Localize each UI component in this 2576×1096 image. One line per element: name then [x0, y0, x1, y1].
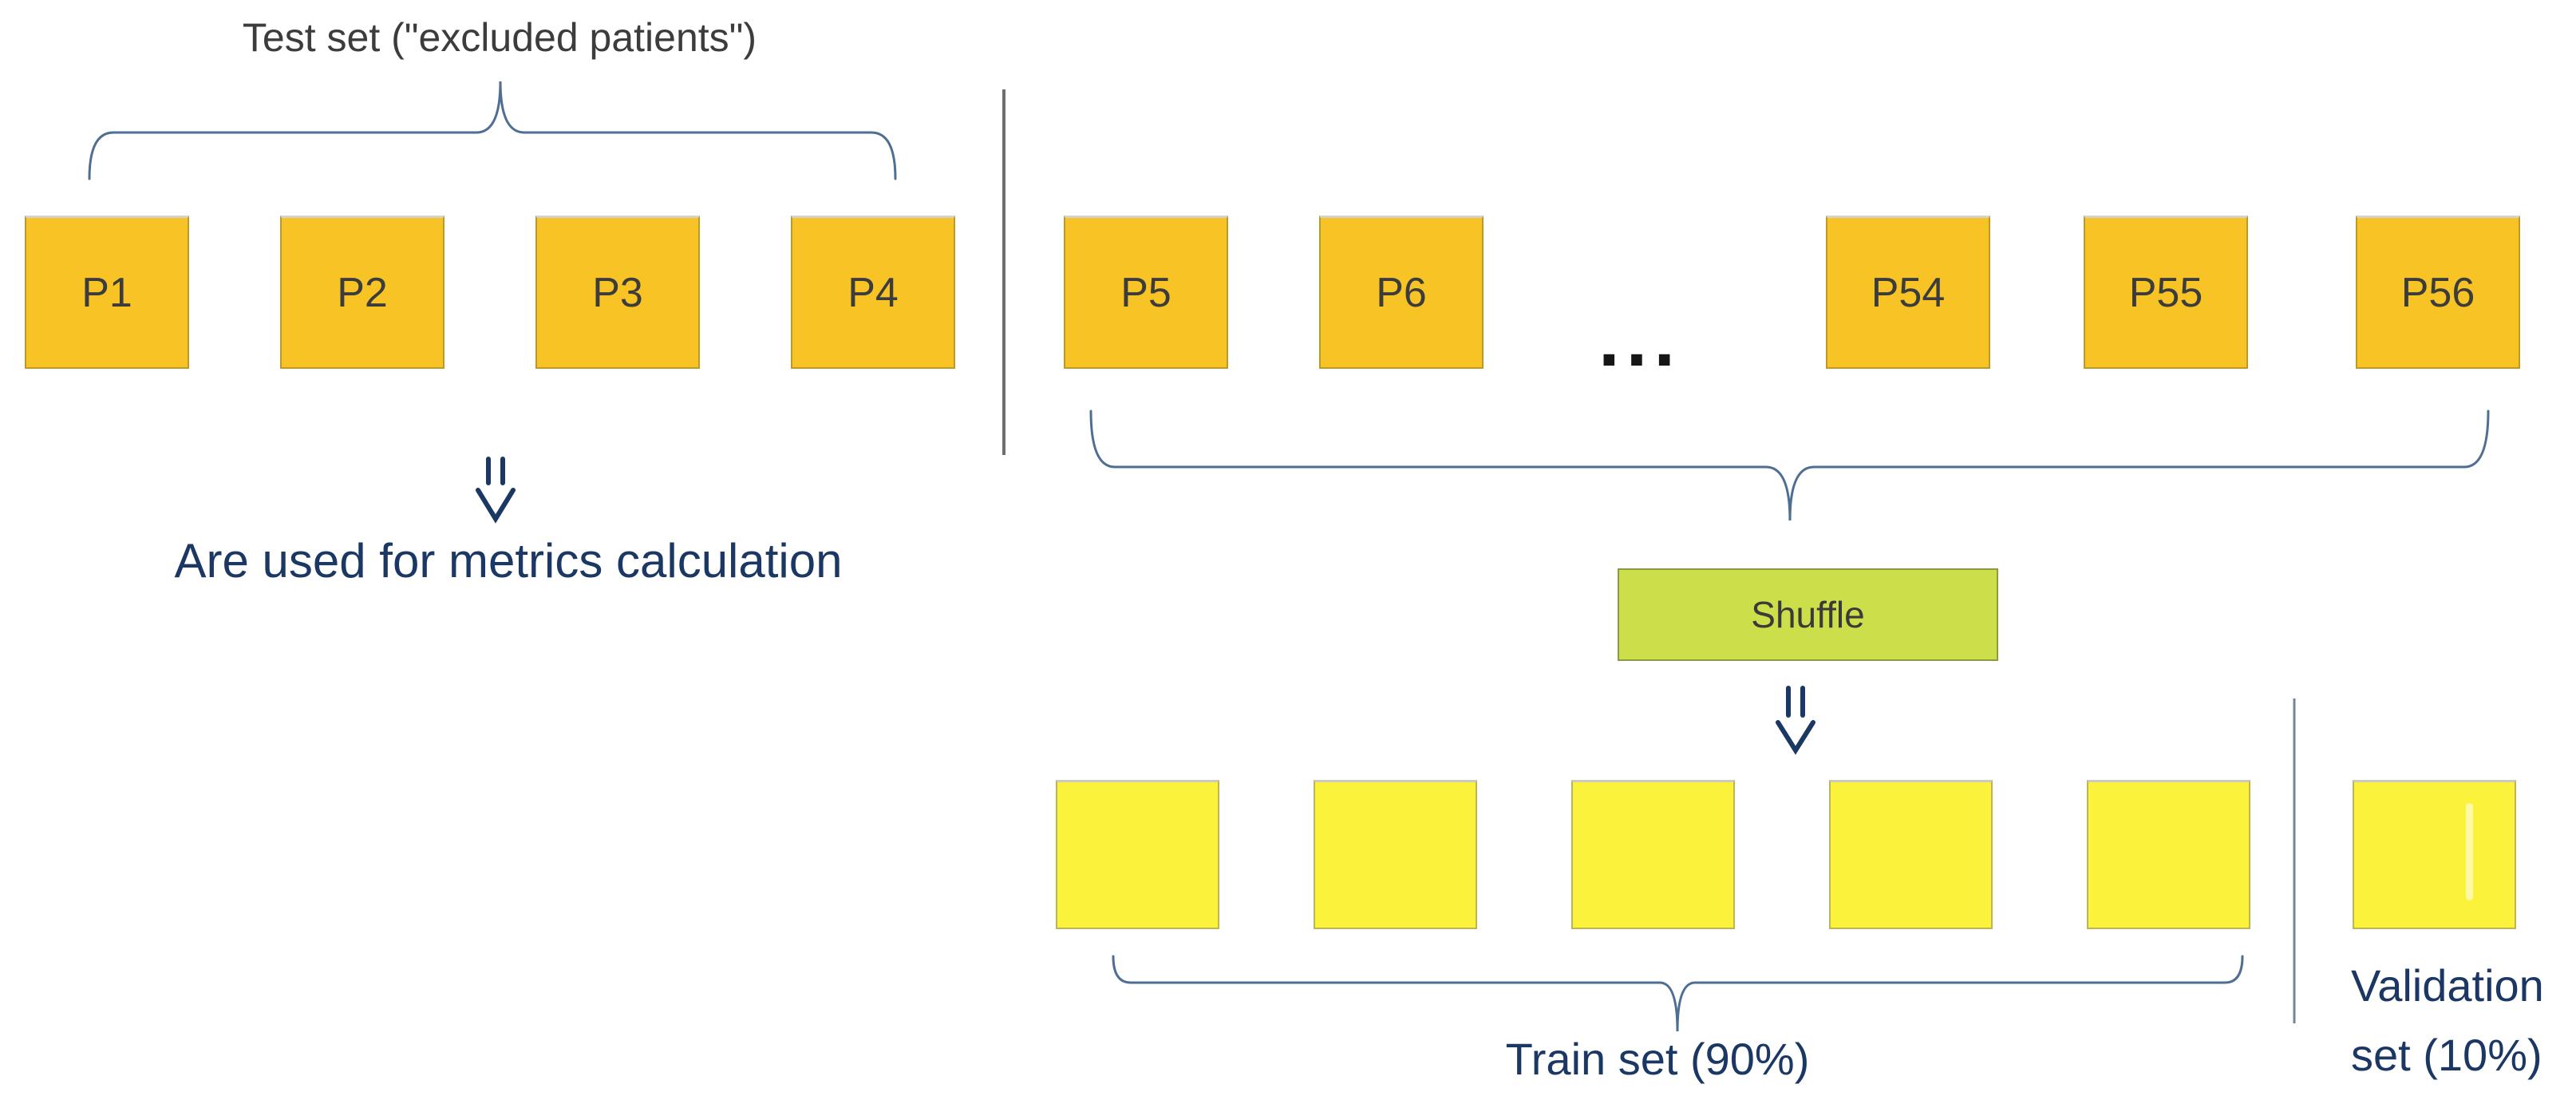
patient-box-p6: P6: [1319, 216, 1484, 369]
patient-label: P3: [592, 269, 643, 316]
patient-box-p55: P55: [2084, 216, 2248, 369]
patient-box-p2: P2: [280, 216, 444, 369]
patient-label: P1: [81, 269, 132, 316]
patient-label: P55: [2128, 269, 2203, 316]
train-box-5: [2087, 780, 2250, 929]
patient-box-p4: P4: [791, 216, 955, 369]
shuffle-box: Shuffle: [1618, 568, 1998, 661]
validation-box: [2353, 780, 2516, 929]
patient-label: P54: [1871, 269, 1946, 316]
patient-label: P5: [1120, 269, 1171, 316]
patient-label: P2: [337, 269, 388, 316]
validation-set-label: Validation set (10%): [2351, 952, 2544, 1090]
shuffle-label: Shuffle: [1751, 594, 1865, 635]
patient-label: P56: [2400, 269, 2475, 316]
patient-box-p5: P5: [1064, 216, 1228, 369]
patient-box-p3: P3: [535, 216, 700, 369]
patient-box-p54: P54: [1826, 216, 1990, 369]
train-box-3: [1571, 780, 1735, 929]
implies-down-arrow-test: [476, 457, 516, 524]
train-set-label: Train set (90%): [1505, 1034, 1810, 1084]
patient-box-p1: P1: [25, 216, 189, 369]
train-box-2: [1314, 780, 1477, 929]
ellipsis: ...: [1598, 297, 1681, 382]
highlight-streak: [2466, 803, 2473, 900]
test-set-title: Test set ("excluded patients"): [242, 15, 757, 60]
patient-box-p56: P56: [2356, 216, 2520, 369]
implies-down-arrow-shuffle: [1776, 686, 1815, 755]
test-set-brace: [88, 81, 897, 180]
validation-label-line2: set (10%): [2351, 1029, 2542, 1080]
train-box-1: [1056, 780, 1219, 929]
validation-label-line1: Validation: [2351, 960, 2544, 1011]
metrics-note: Are used for metrics calculation: [174, 534, 843, 588]
train-brace: [1112, 955, 2244, 1032]
patient-label: P4: [847, 269, 899, 316]
shuffle-brace: [1089, 410, 2490, 521]
patient-label: P6: [1376, 269, 1427, 316]
train-box-4: [1829, 780, 1993, 929]
